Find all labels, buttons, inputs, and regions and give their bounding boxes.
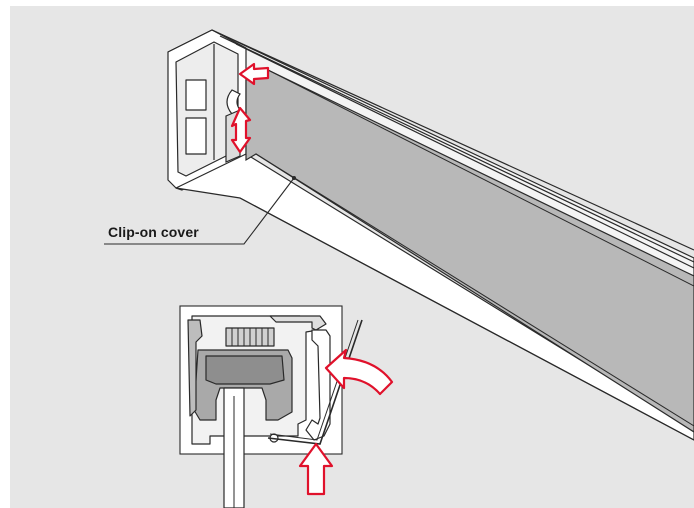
outward-arrow-icon bbox=[238, 62, 270, 86]
rail-edge-line-2 bbox=[219, 35, 694, 263]
up-arrow-icon bbox=[298, 442, 334, 496]
cover-top-lip bbox=[267, 69, 694, 287]
callout-leader-dot bbox=[292, 176, 296, 180]
curved-arrow-icon bbox=[324, 348, 394, 396]
rail-edge-line-3 bbox=[235, 43, 694, 269]
left-bracket bbox=[187, 319, 203, 417]
rail-edge-line-1 bbox=[211, 29, 694, 251]
clip-on-cover-label: Clip-on cover bbox=[108, 224, 199, 240]
cover-fold-line bbox=[255, 153, 694, 427]
rail-bottom-face bbox=[175, 153, 694, 441]
cover-hook-profile bbox=[305, 329, 331, 441]
spring-coils bbox=[231, 328, 269, 346]
carriage-inner bbox=[205, 355, 285, 385]
callout-leader-line bbox=[104, 177, 295, 245]
up-down-arrow-icon bbox=[230, 106, 252, 154]
rail-bottom-lip bbox=[239, 197, 694, 441]
end-cap-slot-2 bbox=[185, 117, 207, 155]
cross-section-profile bbox=[187, 315, 331, 508]
top-track bbox=[269, 315, 327, 331]
end-cap-slot-1 bbox=[185, 79, 207, 111]
